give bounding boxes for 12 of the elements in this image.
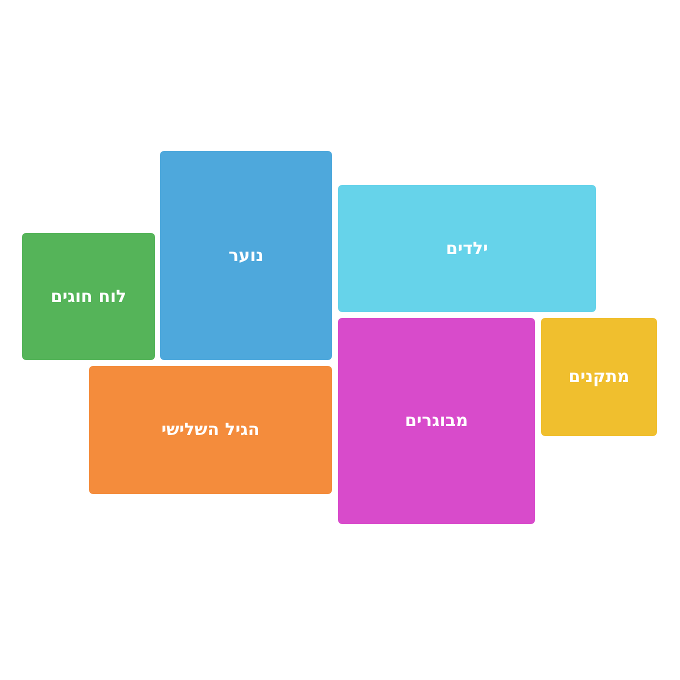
category-tile: [338, 185, 596, 312]
category-tile: [160, 151, 332, 360]
tile-label: נוער: [228, 246, 264, 266]
tile-label: ילדים: [446, 238, 488, 258]
category-tile: [338, 318, 535, 524]
tile-label: מתקנים: [568, 367, 630, 387]
tile-label: מבוגרים: [404, 411, 468, 431]
tile-label: הגיל השלישי: [161, 420, 260, 440]
tile-label: לוח חוגים: [50, 286, 126, 306]
category-tile: [22, 233, 155, 360]
category-tile: [89, 366, 332, 494]
category-tile: [541, 318, 657, 436]
